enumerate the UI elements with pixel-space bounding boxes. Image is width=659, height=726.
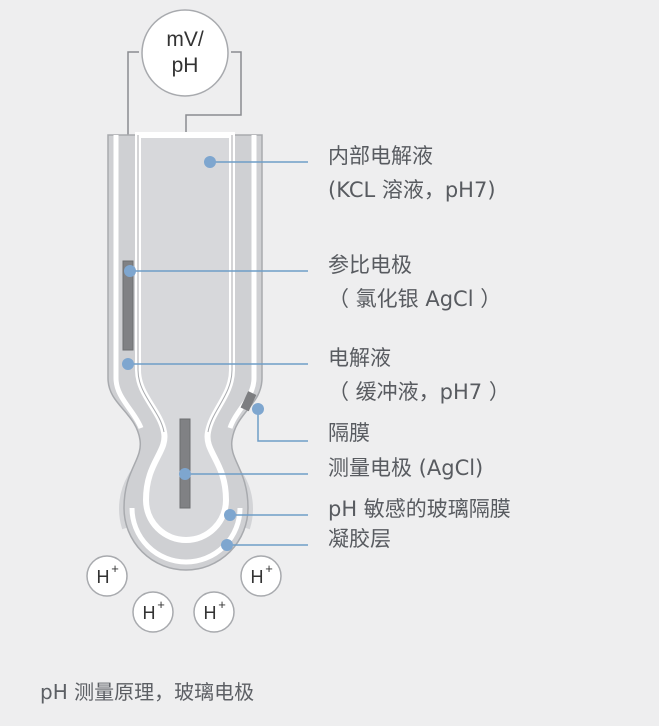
ion-3: H + [132,591,174,633]
dot-measuring-electrode [179,468,191,480]
label-internal-electrolyte-detail: (KCL 溶液，pH7) [328,178,496,202]
dot-diaphragm [252,403,264,415]
label-electrolyte: 电解液 （ 缓冲液，pH7 ） [328,344,510,406]
ion-2: H + [240,555,282,597]
glass-bulb-outline [129,507,243,565]
ion-charge: + [111,561,119,576]
meter-unit-line1: mV/ [166,28,204,51]
hydrogen-ions: H + H + H + H + [86,555,282,633]
dot-electrolyte [122,358,134,370]
label-electrolyte-title: 电解液 [328,346,391,370]
meter-circle [141,9,229,97]
ion-symbol: H [204,603,217,623]
ion-symbol: H [143,603,156,623]
ion-charge: + [157,597,165,612]
outer-wall-left [113,135,144,430]
leader-dots [122,156,264,551]
ion-charge: + [265,561,273,576]
dot-reference-electrode [124,265,136,277]
ion-charge: + [218,597,226,612]
measuring-electrode-rod [179,418,191,509]
figure-caption: pH 测量原理，玻璃电极 [40,680,255,704]
leader-diaphragm [257,409,308,442]
label-reference-electrode-title: 参比电极 [328,253,412,277]
dot-glass-membrane [224,509,236,521]
dot-internal-electrolyte [204,156,216,168]
label-diaphragm: 隔膜 [328,421,370,445]
label-internal-electrolyte: 内部电解液 (KCL 溶液，pH7) [328,142,496,204]
label-measuring-electrode: 测量电极 (AgCl) [328,456,484,480]
meter-unit-line2: pH [172,54,199,77]
ion-symbol: H [97,567,110,587]
ion-4: H + [193,591,235,633]
diaphragm-plug [240,391,257,412]
leader-lines [128,161,308,546]
label-reference-electrode: 参比电极 （ 氯化银 AgCl ） [328,251,501,313]
label-internal-electrolyte-title: 内部电解液 [328,144,433,168]
label-reference-electrode-detail: （ 氯化银 AgCl ） [328,287,502,311]
label-electrolyte-detail: （ 缓冲液，pH7 ） [328,380,510,404]
reference-electrode-rod [122,260,134,351]
dot-gel-layer [221,539,233,551]
meter: mV/ pH [141,9,229,97]
ion-symbol: H [251,567,264,587]
ion-1: H + [86,555,128,597]
label-glass-membrane: pH 敏感的玻璃隔膜 [328,497,511,521]
label-gel-layer: 凝胶层 [328,527,391,551]
